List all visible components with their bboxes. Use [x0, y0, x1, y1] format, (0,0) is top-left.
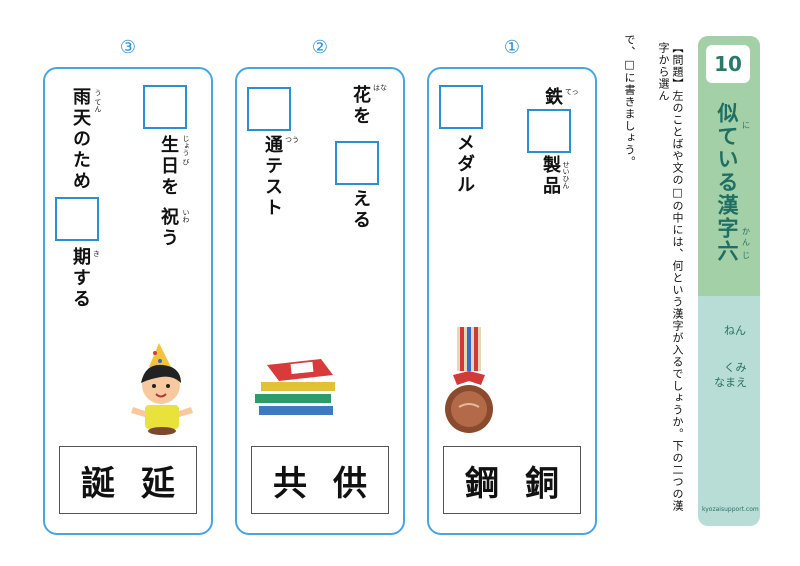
question-text-a: 鉄	[542, 87, 563, 108]
ruby-b: う てん	[94, 89, 102, 113]
title-ruby-ji: じ	[742, 251, 750, 260]
question-card-2: ② 花を はな える 通テスト つう 共 供	[235, 37, 405, 535]
answer-box-2[interactable]	[55, 197, 99, 241]
answer-box-2[interactable]	[247, 87, 291, 131]
title-ruby-kan: かん	[742, 227, 750, 247]
choice-box: 鋼 銅	[443, 446, 581, 514]
question-text-c: 期する	[70, 247, 91, 310]
stack-of-books-icon	[255, 359, 335, 415]
bronze-medal-icon	[445, 327, 493, 433]
question-text-c: メダル	[454, 133, 475, 196]
question-text-b: える	[350, 189, 371, 231]
ruby-a2: いわ	[182, 209, 190, 223]
instruction-line-1: 【問題】左のことばや文の□の中には、何という漢字が入るでしょうか。下の二つの漢字…	[657, 42, 684, 512]
question-text-c: 通テスト	[262, 135, 283, 219]
choice-box: 共 供	[251, 446, 389, 514]
ruby-c: き	[93, 250, 100, 258]
choice-1[interactable]: 鋼	[465, 463, 499, 504]
choice-1[interactable]: 共	[273, 463, 307, 504]
question-text-a: 生日を 祝う	[158, 135, 179, 250]
choice-2[interactable]: 延	[141, 463, 175, 504]
answer-box-1[interactable]	[143, 85, 187, 129]
title-panel: 10 似ている漢字六 に かん じ ねん くみ なまえ kyozaisuppor…	[698, 36, 760, 526]
choice-box: 誕 延	[59, 446, 197, 514]
class-label: くみ	[724, 361, 747, 374]
ruby-c: つう	[285, 136, 299, 144]
question-text-a: 花を	[350, 85, 371, 127]
ruby-a: はな	[373, 84, 387, 92]
question-card-3: ③ 生日を 祝う じょう び いわ 雨天のため う てん 期する き 誕 延	[43, 37, 213, 535]
question-number: ③	[119, 37, 137, 58]
choice-2[interactable]: 供	[333, 463, 367, 504]
answer-box-1[interactable]	[527, 109, 571, 153]
title-ruby-ni: に	[742, 121, 750, 130]
ruby-a1: じょう び	[182, 135, 190, 166]
question-card-1: ① 鉄 てっ 製品 せいひん メダル 鋼 銅	[427, 37, 597, 535]
question-number: ②	[311, 37, 329, 58]
ruby-b: せいひん	[562, 161, 570, 189]
worksheet-title: 似ている漢字六	[715, 102, 739, 263]
birthday-child-icon	[131, 343, 193, 435]
choice-1[interactable]: 誕	[81, 463, 115, 504]
answer-box-2[interactable]	[439, 85, 483, 129]
question-text-b: 雨天のため	[70, 87, 91, 192]
question-number: ①	[503, 37, 521, 58]
title-ruby: に かん じ	[742, 114, 756, 284]
answer-box-1[interactable]	[335, 141, 379, 185]
name-label: なまえ	[714, 376, 747, 389]
choice-2[interactable]: 銅	[525, 463, 559, 504]
instruction-line-2: で、□に書きましょう。	[623, 34, 636, 168]
site-url: kyozaisupport.com	[702, 506, 759, 513]
ruby-a: てっ	[565, 88, 579, 96]
year-label: ねん	[724, 324, 746, 337]
question-text-b: 製品	[540, 155, 561, 197]
worksheet-number: 10	[706, 45, 750, 83]
